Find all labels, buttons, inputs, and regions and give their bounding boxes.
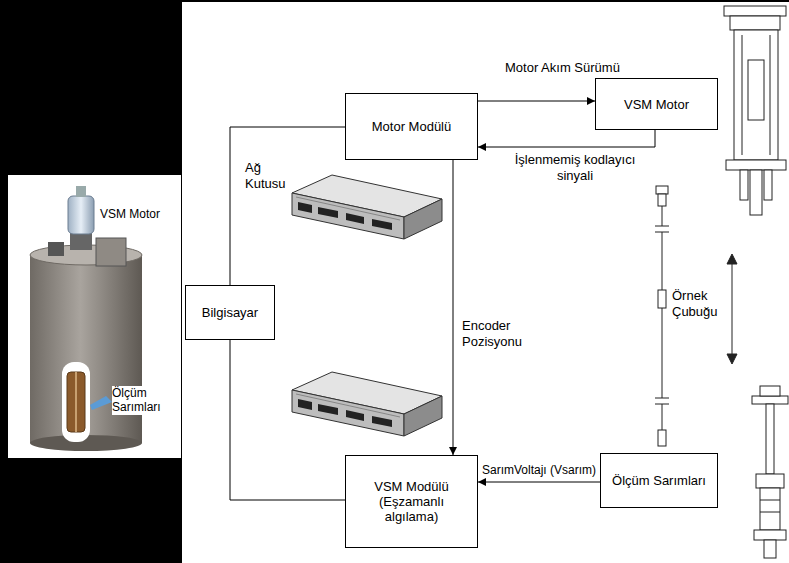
coil-small (67, 372, 85, 432)
part-label: Ağ Kutusu (245, 160, 293, 191)
electronics-box (96, 238, 126, 266)
edge-label: Motor Akım Sürümü (505, 60, 620, 76)
top-border (182, 0, 789, 2)
module-box: Motor Modülü (345, 93, 478, 160)
connector (478, 482, 600, 483)
device-box: VSM Motor (595, 78, 718, 130)
window (62, 362, 90, 442)
photo-panel (8, 175, 181, 458)
edge-label: SarımVoltajı (Vsarım) (482, 463, 596, 477)
module-box: VSM Modülü (Eşzamanlı algılama) (345, 455, 478, 548)
black-band (0, 0, 182, 563)
edge-label: Encoder Pozisyonu (462, 318, 542, 349)
device-box: Ölçüm Sarımları (600, 453, 718, 508)
connector (230, 340, 345, 500)
part-label: VSM Motor (100, 207, 178, 221)
edge-label: İşlenmemiş kodlayıcı sinyali (505, 152, 645, 183)
connector (478, 130, 655, 147)
node-text: Motor Modülü (372, 119, 451, 134)
vsm-motor-drawing (724, 6, 786, 215)
connector (453, 160, 454, 455)
part-label: Örnek Çubuğu (672, 288, 728, 319)
node-text: VSM Motor (624, 97, 689, 112)
connector (230, 127, 345, 285)
connector (478, 101, 595, 102)
coil-assembly-drawing (752, 386, 788, 558)
node-text: Bilgisayar (202, 305, 258, 320)
computer-box: Bilgisayar (185, 285, 275, 340)
node-text: VSM Modülü (Eşzamanlı algılama) (362, 479, 462, 524)
motion-arrow (727, 254, 737, 364)
sample-rod (655, 186, 669, 446)
part-label: Ölçüm Sarımları (112, 386, 178, 415)
pointer-arrow (90, 396, 112, 410)
cryostat-body (30, 255, 142, 443)
vsm-motor-small (68, 196, 94, 234)
node-text: Ölçüm Sarımları (612, 473, 706, 488)
